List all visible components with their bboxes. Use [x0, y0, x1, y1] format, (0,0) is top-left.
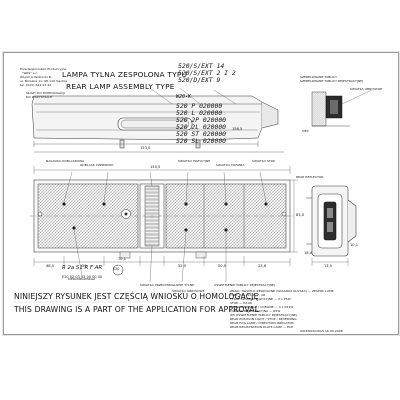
front-leaders: [63, 171, 267, 283]
label-position: ŚWIATŁO POZYCYJNE: [178, 159, 211, 163]
variant-code-8: 520 ST 020000: [176, 130, 227, 138]
variant-code-7: 520 2L 020000: [176, 123, 227, 131]
dim-top-1: 156,5: [232, 127, 243, 131]
label-marker-light: ŚWIATŁO OBRYSOWE: [172, 289, 205, 293]
variant-code-1: 520/S/EXT 14: [178, 62, 225, 70]
approval-number: E20 02 03 02 00 00 00: [62, 275, 103, 279]
title-polish: LAMPA TYLNA ZESPOLONA TYPU: [62, 70, 188, 79]
note-2: TYPY: R2a, S1, R, F, AR: [230, 293, 266, 297]
label-plate-1: SZERELOWANE TABLICY: [300, 75, 337, 79]
variant-code-6: 520 2P 020000: [176, 116, 227, 124]
note-homologation: SŁUŻY DO HOMOLOGACJI: [26, 91, 66, 95]
title-english: REAR LAMP ASSEMBLY TYPE: [66, 82, 175, 91]
dim-front-height: 83,0: [296, 213, 305, 217]
variant-code-2: 520/S/EXT 2 I 2: [178, 69, 236, 77]
approval-circle-text: E20: [113, 267, 120, 271]
note-1: ZNAKI: ŚWIATŁO ZESPOLONE (NASADKA KLOSZA…: [230, 289, 334, 293]
label-plate-light: OŚWIETLENIE TABLICY REJESTRACYJNEJ: [214, 283, 275, 287]
dim-top-2: 153,0: [140, 146, 151, 150]
owner-line-1: Przedsiębiorstwo Produkcyjne: [20, 67, 67, 71]
note-4: STOP — P21W: [230, 301, 253, 305]
owner-line-3: Wójcik A.Woźnicki B.: [20, 75, 52, 79]
front-view: [30, 179, 294, 259]
variant-code-4: 520 P 020000: [176, 102, 223, 110]
label-section: SIEĆ: [302, 129, 310, 133]
statement-polish: NINIEJSZY RYSUNEK JEST CZĘŚCIĄ WNIOSKU O…: [14, 292, 259, 301]
end-view: [306, 185, 357, 266]
type-code: W20-K: [176, 94, 192, 100]
label-nasadka: NASADKA ODBLASKOWA: [46, 159, 85, 163]
section-detail: [311, 89, 373, 127]
dim-b3: 70,1: [118, 257, 127, 261]
label-fog: ŚWIATŁO PRZECIWMGŁOWE TYLNE: [140, 283, 195, 287]
variant-code-5: 520 L 020000: [176, 109, 223, 117]
label-stop: ŚWIATŁO STOP: [252, 159, 276, 163]
dim-b5: 50,5: [218, 264, 227, 268]
dim-b1: 48,5: [46, 264, 55, 268]
variant-code-9: 520 SL 020000: [176, 137, 227, 145]
dim-end-b: 10,1: [350, 243, 359, 247]
note-5: KIERUNKOWSKAZ / COFANIE — 4 x P21W: [230, 305, 294, 309]
note-7: W5 OŚWIETLENIE TABLICY REJESTRACYJNEJ: [230, 313, 297, 317]
dim-b4: 52,5: [178, 264, 187, 268]
front-dimensions: [33, 166, 298, 266]
label-red-reflector: ODBLASK CZERWONY: [80, 163, 114, 167]
label-plate-2: SZERELOWANE TABLICY REJESTRACYJNEJ: [300, 79, 364, 83]
top-side-view: [31, 87, 284, 153]
dim-b6: 23,6: [258, 264, 267, 268]
note-signature: WOZNICKI/WAŚ 16.09.2008: [300, 329, 343, 333]
note-6: TABLICA REJESTRACYJNA — R5W: [230, 309, 281, 313]
dim-b2: 50: [82, 264, 87, 268]
owner-line-5: tel. (025) 644 52 20: [20, 83, 52, 87]
note-all: DO WSZYSTKICH: [26, 95, 53, 99]
note-3: TYLNE ŚWIATŁO POZYCYJNE — 2 x P5W: [230, 297, 291, 301]
note-8: REAR POSITION LIGHT / STOP / REVERSING: [230, 317, 297, 321]
variant-code-3: 520/D/EXT 9: [178, 76, 221, 84]
owner-line-4: ul. Brzeska 11, 08-110 Siedlce: [20, 79, 68, 83]
lamp-marking: R 2a S1 R F AR: [62, 265, 103, 271]
approval-symbol: [112, 264, 124, 276]
note-10: REAR REGISTRATION PLATE LAMP — ECE: [230, 325, 294, 329]
statement-english: THIS DRAWING IS A PART OF THE APPLICATIO…: [14, 305, 260, 314]
owner-line-2: "WAŚ" s.c.: [22, 71, 39, 75]
note-9: REAR FOG LAMP / DIRECTION INDICATOR: [230, 321, 294, 325]
label-rear-reflector: REAR REFLECTOR: [296, 175, 324, 179]
dim-end-width: 13,5: [324, 264, 333, 268]
label-indicator: KIERUNKOWSKAZ: [68, 277, 96, 281]
label-marker: ŚWIATŁA OBRYSOWE: [350, 87, 383, 91]
dim-front-overall: 150,5: [150, 165, 161, 169]
label-reversing: ŚWIATŁO COFANIA: [216, 163, 245, 167]
dim-end-a: 18,4: [304, 251, 313, 255]
